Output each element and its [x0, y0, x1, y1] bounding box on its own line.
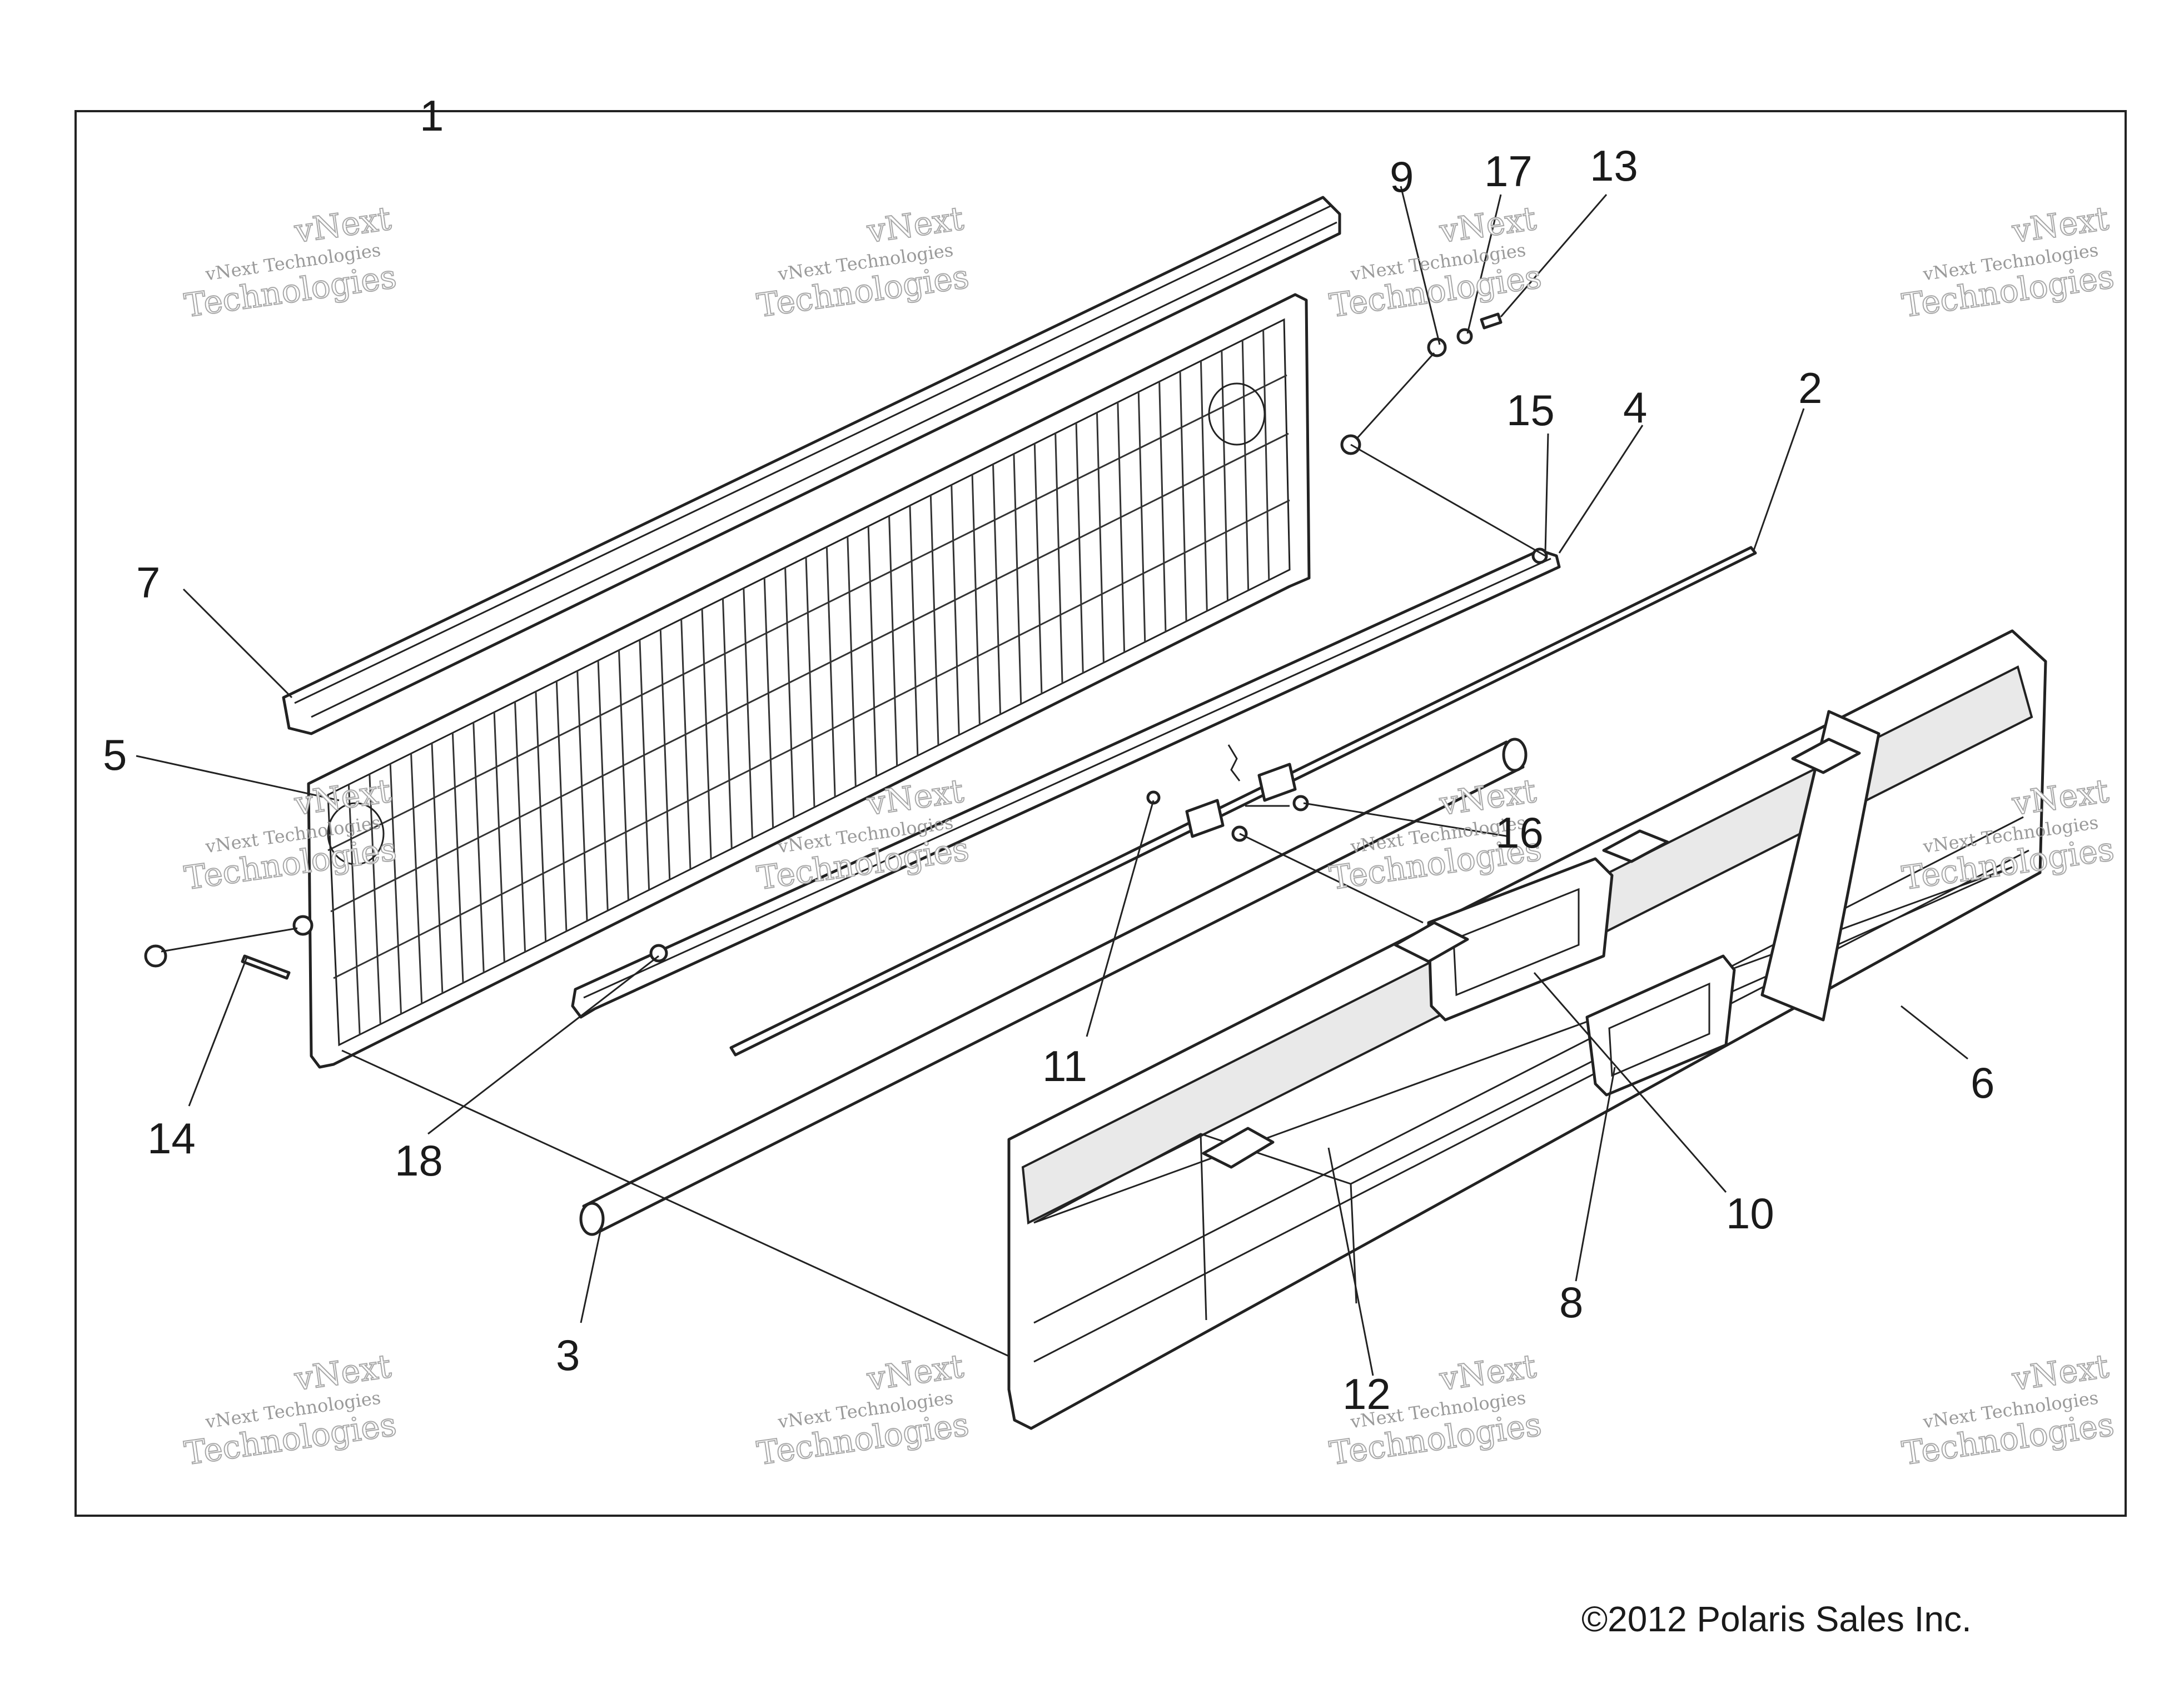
- hardware-bracket-11: [1146, 744, 1248, 842]
- part-3-tube: [579, 738, 1528, 1236]
- copyright-notice: ©2012 Polaris Sales Inc.: [1581, 1599, 1972, 1639]
- panel-rib: [743, 588, 753, 839]
- panel-vertical-ribs: [347, 330, 1270, 1035]
- callout-11: 11: [1042, 1042, 1087, 1090]
- panel-rib: [888, 516, 898, 766]
- panel-rib: [909, 505, 919, 756]
- panel-rib: [951, 485, 960, 735]
- panel-rib: [639, 640, 650, 890]
- panel-rib: [971, 474, 981, 725]
- panel-rib: [867, 526, 878, 776]
- part-1-inner-panel: [307, 293, 1311, 1069]
- panel-rib: [825, 546, 836, 797]
- part-4-hinge-channel: [571, 547, 1561, 1019]
- panel-rib: [618, 650, 629, 900]
- callout-13: 13: [1590, 141, 1638, 190]
- panel-rib: [1179, 371, 1187, 621]
- panel-rib: [680, 619, 691, 870]
- panel-rib: [929, 495, 939, 746]
- callout-8: 8: [1559, 1278, 1583, 1327]
- panel-rib: [389, 764, 402, 1014]
- panel-rib: [1241, 340, 1250, 591]
- panel-rib: [369, 774, 381, 1024]
- panel-rib: [784, 567, 795, 818]
- callout-12: 12: [1342, 1370, 1391, 1418]
- callout-14: 14: [147, 1114, 196, 1163]
- panel-rib: [1054, 433, 1063, 684]
- callout-18: 18: [395, 1136, 443, 1185]
- callout-4: 4: [1623, 383, 1647, 432]
- panel-rib: [1033, 444, 1043, 694]
- hardware-washer-18: [649, 944, 668, 963]
- panel-rib: [847, 536, 857, 787]
- panel-rib: [992, 464, 1002, 715]
- part-2-rod: [729, 546, 1757, 1057]
- callout-16: 16: [1495, 808, 1544, 857]
- panel-rib: [576, 670, 588, 922]
- panel-rib: [555, 681, 568, 932]
- callout-labels: 1 2 3 4 5 6 7 8 9 10 11 12 13 14 15 16 1…: [103, 91, 1994, 1418]
- panel-rib: [451, 733, 464, 983]
- panel-rib: [347, 784, 361, 1035]
- leader-lines: [136, 186, 1968, 1376]
- panel-rib: [493, 712, 505, 963]
- callout-9: 9: [1390, 152, 1414, 201]
- diagram-frame: [74, 110, 2127, 1517]
- panel-rib: [763, 577, 774, 828]
- hardware-cable-right: [1340, 312, 1503, 455]
- callout-10: 10: [1726, 1189, 1774, 1238]
- panel-rib: [1096, 412, 1105, 663]
- hardware-bracket-16: [1257, 763, 1309, 811]
- panel-rib: [514, 701, 526, 952]
- callout-17: 17: [1484, 147, 1533, 196]
- panel-rib: [472, 722, 485, 973]
- panel-rib: [597, 660, 609, 911]
- panel-rib: [431, 743, 444, 994]
- panel-rib: [1221, 350, 1228, 601]
- callout-3: 3: [556, 1331, 580, 1380]
- panel-rib: [1158, 381, 1167, 632]
- panel-rib: [722, 598, 733, 849]
- panel-rib: [1262, 330, 1270, 580]
- panel-rib: [1117, 402, 1126, 653]
- panel-rib: [659, 629, 671, 880]
- part-7-top-cap: [282, 196, 1341, 735]
- panel-rib: [805, 557, 815, 808]
- callout-1: 1: [420, 91, 444, 140]
- callout-5: 5: [103, 730, 127, 779]
- callout-6: 6: [1971, 1058, 1994, 1107]
- callout-15: 15: [1506, 386, 1555, 435]
- panel-rib: [1200, 361, 1208, 611]
- panel-rib: [1013, 454, 1022, 704]
- panel-rib: [410, 753, 423, 1004]
- panel-rib: [1137, 392, 1146, 643]
- panel-rib: [535, 691, 547, 942]
- part-6-outer-shell: [1007, 629, 2047, 1430]
- callout-7: 7: [136, 558, 160, 607]
- panel-rib: [701, 609, 712, 859]
- hardware-cable-left: [144, 915, 314, 980]
- callout-2: 2: [1798, 363, 1822, 412]
- panel-rib: [1075, 422, 1084, 673]
